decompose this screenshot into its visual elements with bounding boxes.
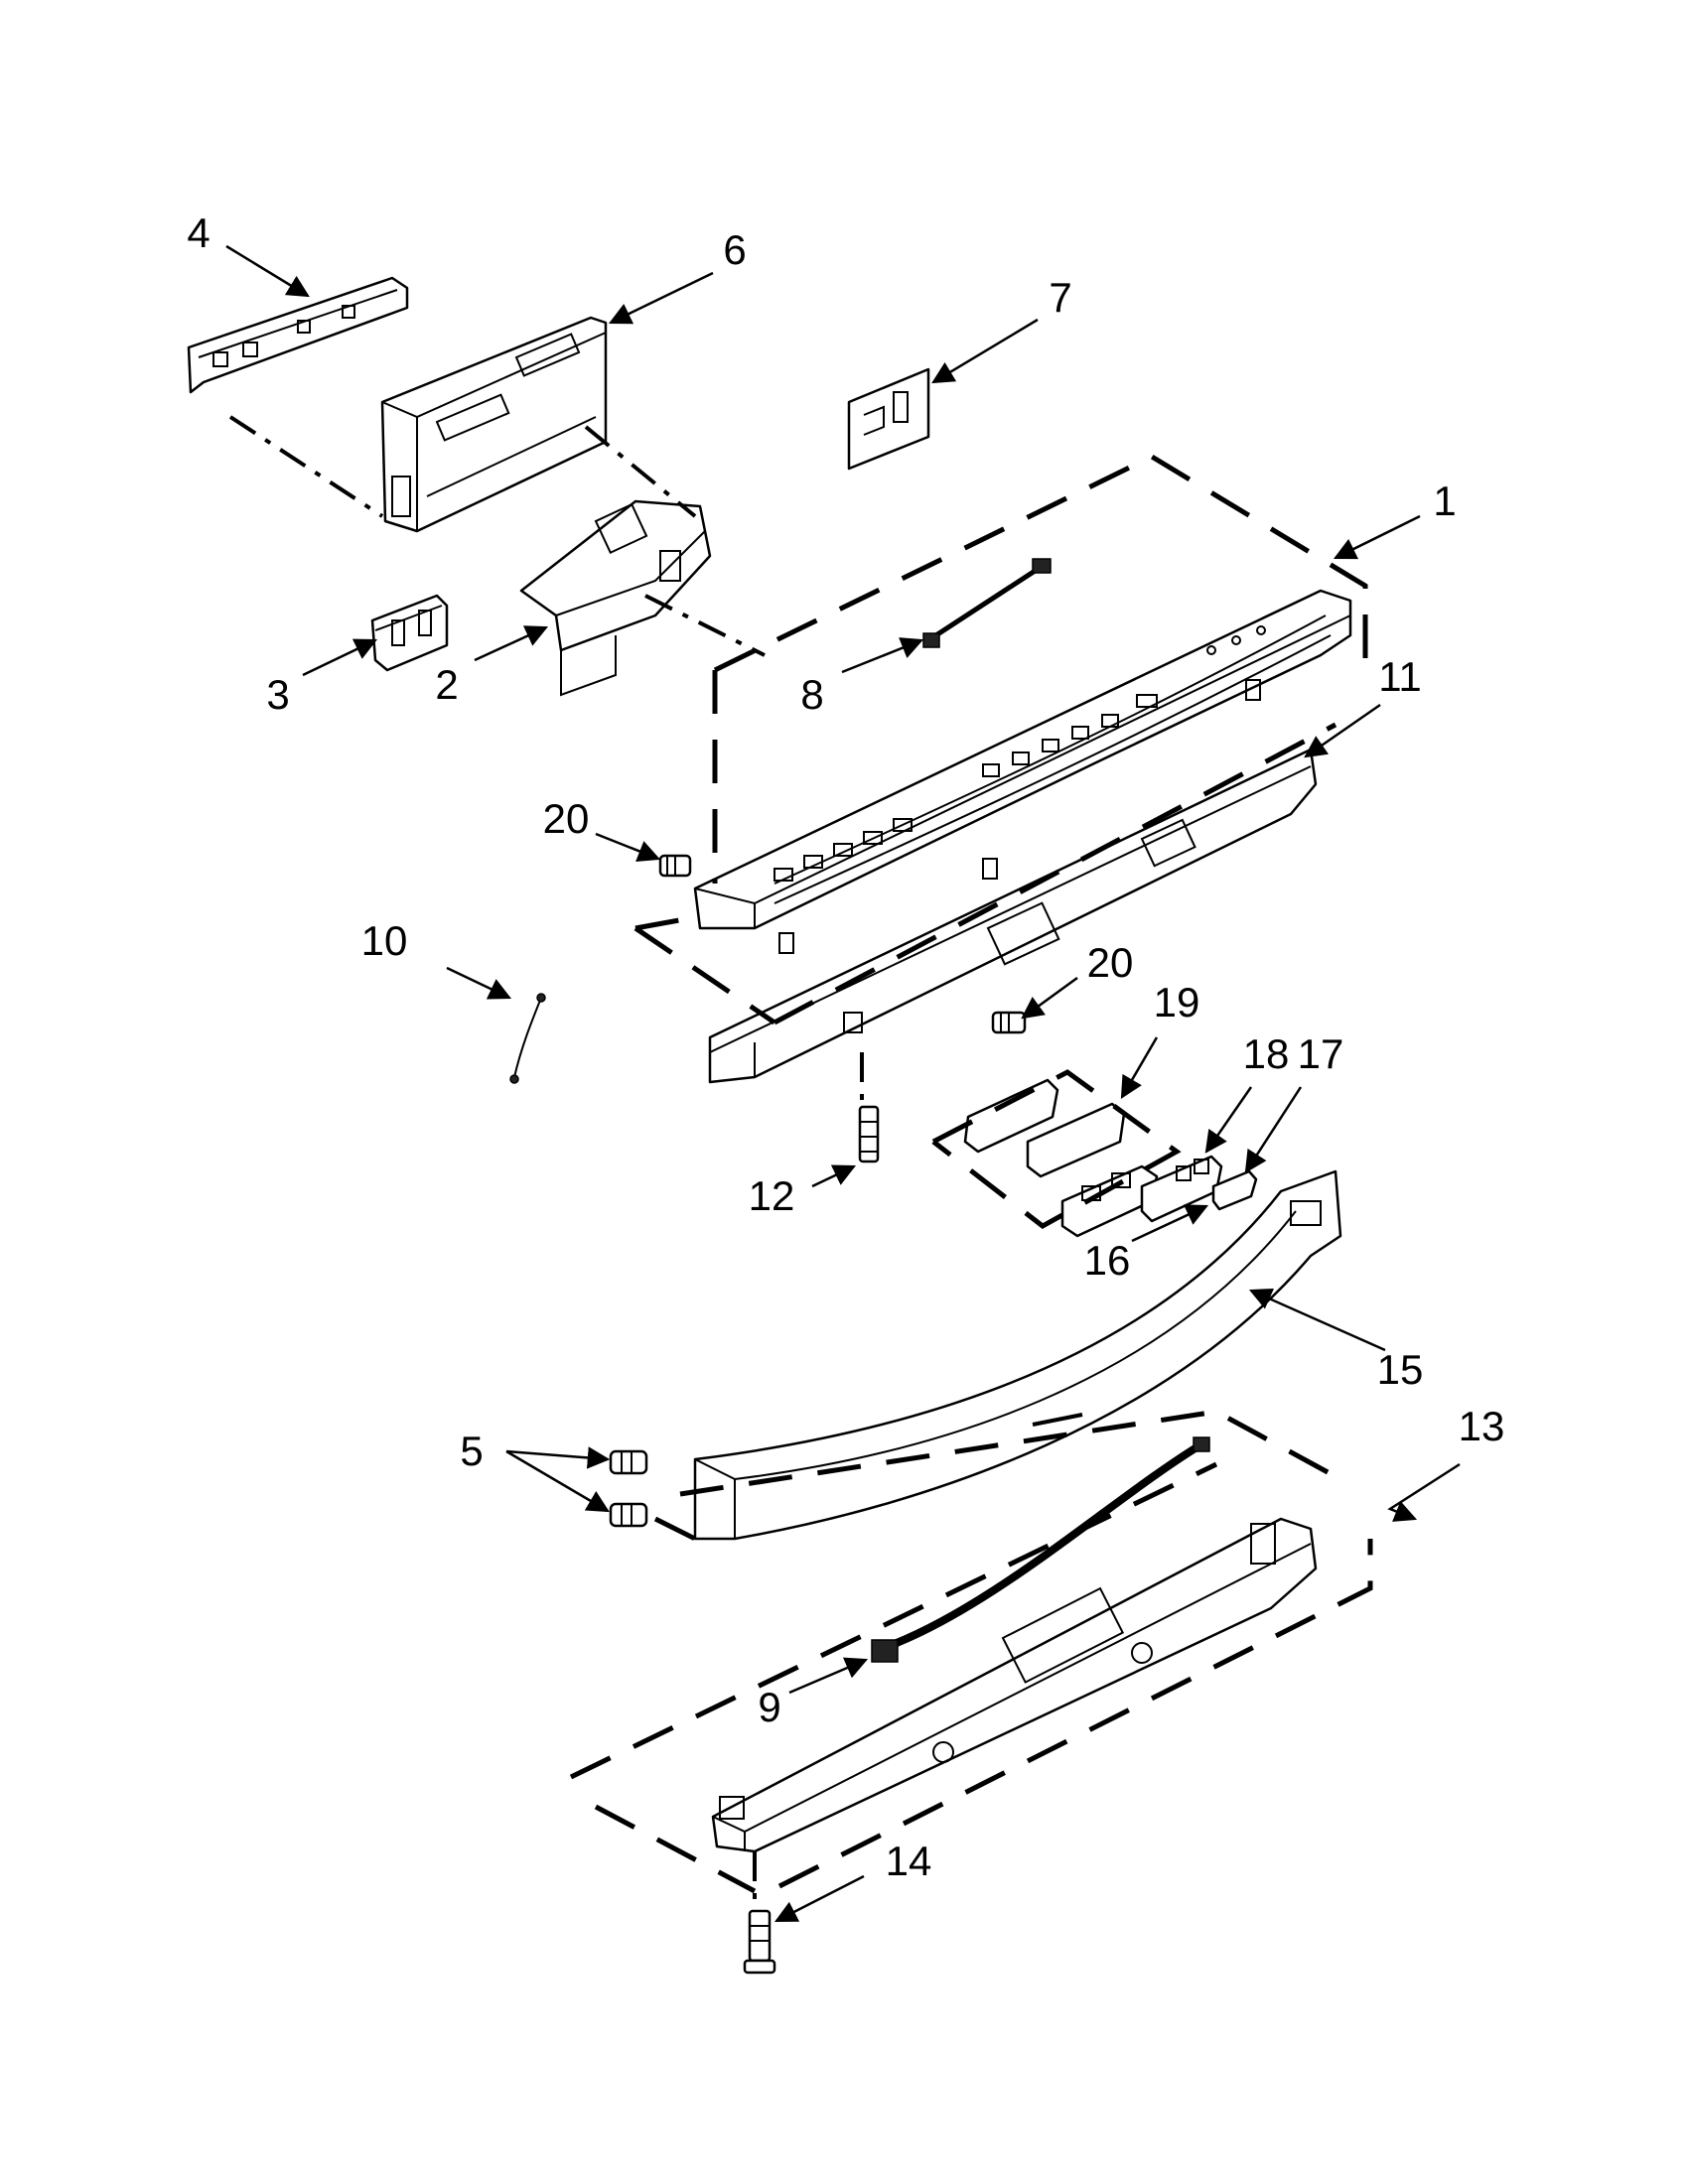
part-19-switch-housing	[963, 1078, 1159, 1238]
callout-12: 12	[748, 1172, 795, 1219]
part-10-wire	[509, 993, 546, 1084]
callout-11: 11	[1378, 653, 1422, 700]
callout-17: 17	[1297, 1030, 1344, 1077]
callout-2: 2	[435, 661, 459, 708]
part-20-screw-a	[658, 854, 692, 878]
assembly-lines	[228, 415, 1373, 1911]
callout-13: 13	[1458, 1403, 1505, 1449]
callout-3: 3	[266, 671, 290, 718]
part-2-board-bracket	[519, 499, 712, 697]
part-3-clip	[370, 594, 449, 672]
callout-19: 19	[1153, 979, 1200, 1025]
part-8-wire-harness	[922, 558, 1052, 648]
callout-5: 5	[460, 1428, 484, 1474]
leader-arrows	[225, 244, 1461, 1923]
callout-9: 9	[758, 1684, 781, 1730]
part-12-screw	[858, 1105, 880, 1163]
part-13-base-tray	[711, 1517, 1318, 1853]
part-20-screw-b	[991, 1011, 1027, 1034]
part-15-handle	[693, 1169, 1342, 1541]
part-14-screw	[743, 1909, 776, 1975]
part-1-control-panel	[693, 589, 1352, 954]
callout-18: 18	[1242, 1030, 1290, 1077]
callout-7: 7	[1049, 274, 1072, 321]
part-6-control-housing	[380, 316, 608, 533]
part-5-screws	[609, 1449, 648, 1528]
callout-14: 14	[885, 1838, 932, 1884]
callout-4: 4	[187, 209, 211, 256]
callout-1: 1	[1433, 478, 1457, 524]
callout-20-lower: 20	[1086, 939, 1134, 986]
panel-buttons	[774, 625, 1266, 882]
part-7-card	[847, 367, 930, 471]
callout-16: 16	[1083, 1237, 1131, 1284]
part-4-bracket	[187, 276, 409, 394]
callout-20-upper: 20	[542, 795, 590, 842]
callout-15: 15	[1376, 1346, 1424, 1393]
callout-8: 8	[800, 671, 824, 718]
callout-10: 10	[360, 917, 408, 964]
part-9-wire-harness	[871, 1436, 1210, 1663]
callout-6: 6	[723, 226, 747, 273]
